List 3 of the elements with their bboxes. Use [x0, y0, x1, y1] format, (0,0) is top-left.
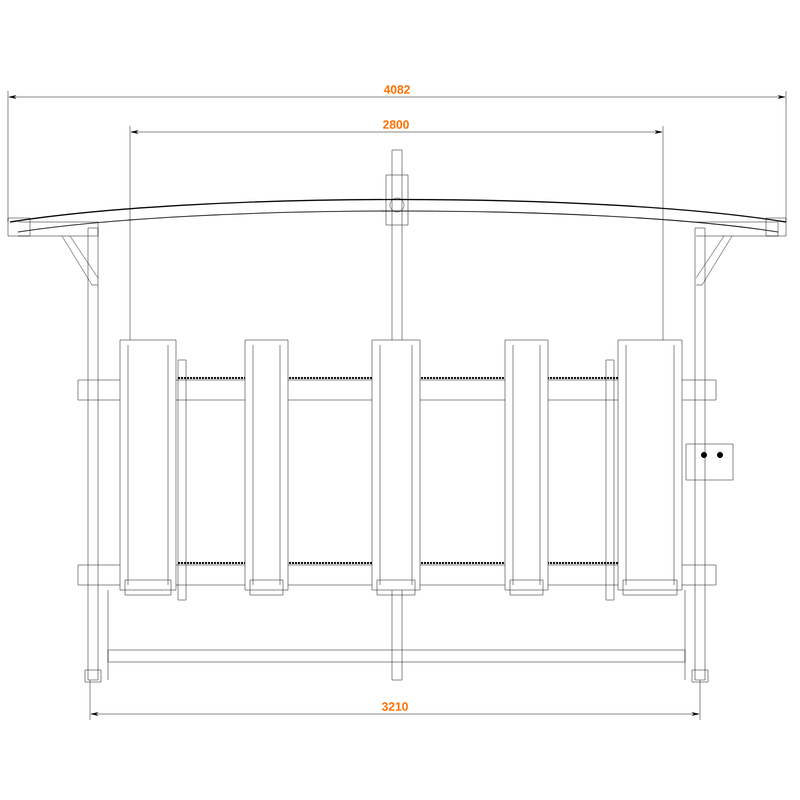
dimension-label: 4082 — [384, 85, 410, 94]
dimension-label: 2800 — [383, 120, 409, 129]
dimension-label: 3210 — [382, 702, 408, 711]
